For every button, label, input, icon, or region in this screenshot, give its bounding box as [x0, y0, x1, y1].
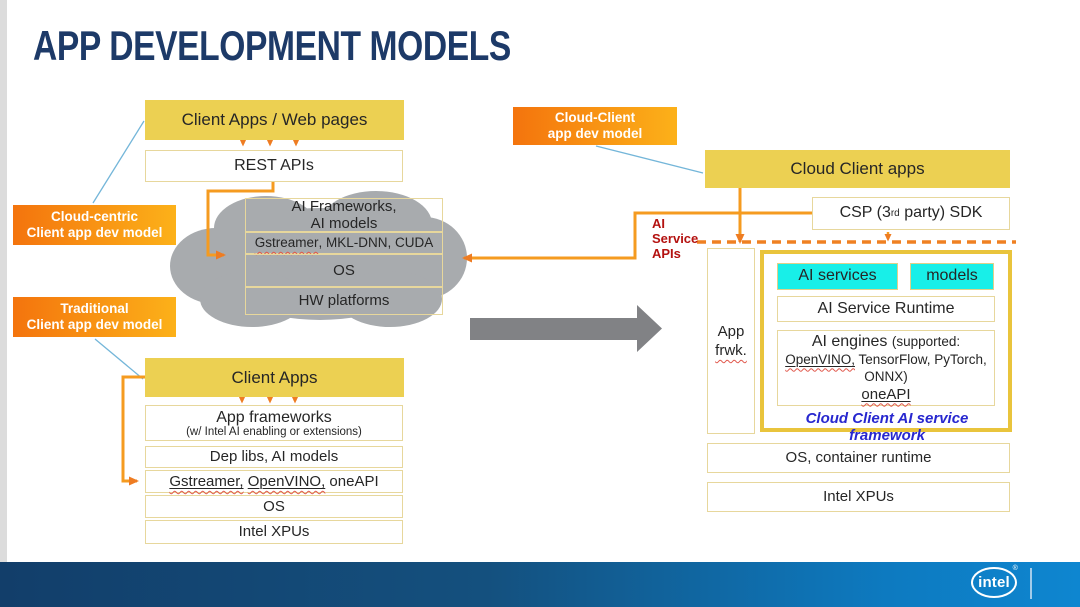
engines-oneapi-underline: oneAPI [861, 386, 910, 403]
ai-service-runtime-box: AI Service Runtime [777, 296, 995, 322]
ai-engines-box: AI engines (supported: OpenVINO, TensorF… [777, 330, 995, 406]
client-apps-box: Client Apps [145, 358, 404, 397]
dep-libs-box: Dep libs, AI models [145, 446, 403, 468]
openvino-text: OpenVINO, [247, 472, 326, 490]
app-frameworks-box: App frameworks (w/ Intel AI enabling or … [145, 405, 403, 441]
ai-service-apis-label: AI Service APIs [652, 216, 712, 261]
badge-line: app dev model [547, 126, 643, 141]
engines-rest-text: TensorFlow, PyTorch, [854, 351, 987, 367]
registered-mark: ® [1012, 565, 1018, 572]
intel-logo: intel ® [971, 565, 1018, 598]
cloud-ai-frameworks-line1: AI Frameworks, [291, 197, 397, 215]
gray-forward-arrow [470, 305, 662, 352]
openvino-label: OpenVINO, [248, 473, 326, 490]
gstreamer-label: Gstreamer, [169, 473, 243, 490]
cloud-os-box: OS [245, 254, 443, 287]
badge-traditional-model: Traditional Client app dev model [13, 297, 176, 337]
label-pointer-lines [92, 120, 704, 380]
cloud-middleware-box: Gstreamer, MKL-DNN, CUDA [245, 232, 443, 254]
rest-apis-box: REST APIs [145, 150, 403, 182]
csp-sup: rd [890, 207, 900, 219]
framework-caption: Cloud Client AI service framework [805, 410, 969, 444]
app-frwk-line1: App [717, 323, 745, 340]
cloud-hw-platforms-box: HW platforms [245, 287, 443, 315]
intel-logo-text: intel [978, 574, 1010, 591]
ai-engines-note: (supported: [891, 334, 961, 349]
badge-line: Cloud-centric [50, 209, 138, 224]
ai-engines-heading-line: AI engines (supported: [812, 333, 960, 351]
ai-service-apis-line2: Service [652, 231, 699, 246]
os-container-runtime-box: OS, container runtime [707, 443, 1010, 473]
app-frwk-box: App frwk. [707, 248, 755, 434]
ai-engines-line3: ONNX) [864, 369, 908, 384]
client-os-box: OS [145, 495, 403, 518]
engines-oneapi-label: oneAPI [861, 386, 910, 404]
app-frameworks-label: App frameworks [216, 408, 332, 426]
oneapi-text: oneAPI [325, 472, 379, 490]
client-middleware-box: Gstreamer, OpenVINO, oneAPI [145, 470, 403, 493]
cloud-intel-xpus-box: Intel XPUs [707, 482, 1010, 512]
ai-engines-heading: AI engines [811, 333, 892, 350]
engines-oneapi-text: oneAPI [861, 385, 911, 403]
engines-openvino-text: OpenVINO, [785, 351, 855, 367]
client-intel-xpus-box: Intel XPUs [145, 520, 403, 544]
triple-arrows [238, 139, 300, 404]
page-title: APP DEVELOPMENT MODELS [33, 22, 511, 69]
badge-line: Cloud-Client [554, 110, 636, 125]
gstreamer-text: Gstreamer, [169, 472, 244, 490]
badge-line: Client app dev model [26, 317, 163, 332]
cloud-middleware-rest: , MKL-DNN, CUDA [318, 235, 434, 251]
ai-engines-list-line: OpenVINO, TensorFlow, PyTorch, [785, 351, 987, 369]
cloud-gstreamer-label: Gstreamer [254, 235, 319, 251]
cloud-client-apps-box: Cloud Client apps [705, 150, 1010, 188]
cloud-ai-frameworks-box: AI Frameworks, AI models [245, 198, 443, 232]
footer-separator [1030, 568, 1032, 599]
cloud-ai-frameworks-line2: AI models [310, 215, 378, 232]
ai-service-apis-line1: AI [652, 216, 665, 231]
csp-pre: CSP (3 [839, 204, 891, 222]
badge-line: Traditional [60, 301, 129, 316]
badge-cloud-client-model: Cloud-Client app dev model [513, 107, 677, 145]
engines-openvino-label: OpenVINO, [785, 352, 855, 367]
client-apps-web-pages-box: Client Apps / Web pages [145, 100, 404, 140]
cloud-shape [170, 191, 467, 327]
app-frwk-line2: frwk. [715, 342, 747, 359]
left-edge-strip [0, 0, 7, 562]
app-frameworks-note: (w/ Intel AI enabling or extensions) [186, 425, 362, 438]
csp-to-cloud-arrow [462, 211, 812, 263]
rest-to-cloud-arrow [206, 182, 275, 260]
models-box: models [910, 263, 994, 290]
csp-post: party) SDK [899, 204, 983, 222]
ai-service-apis-line3: APIs [652, 246, 681, 261]
orange-connectors [121, 182, 812, 486]
footer-bar [0, 562, 1080, 607]
badge-line: Client app dev model [26, 225, 163, 240]
ai-services-box: AI services [777, 263, 898, 290]
badge-cloud-centric-model: Cloud-centric Client app dev model [13, 205, 176, 245]
clientapps-to-middleware-arrow [121, 375, 145, 486]
